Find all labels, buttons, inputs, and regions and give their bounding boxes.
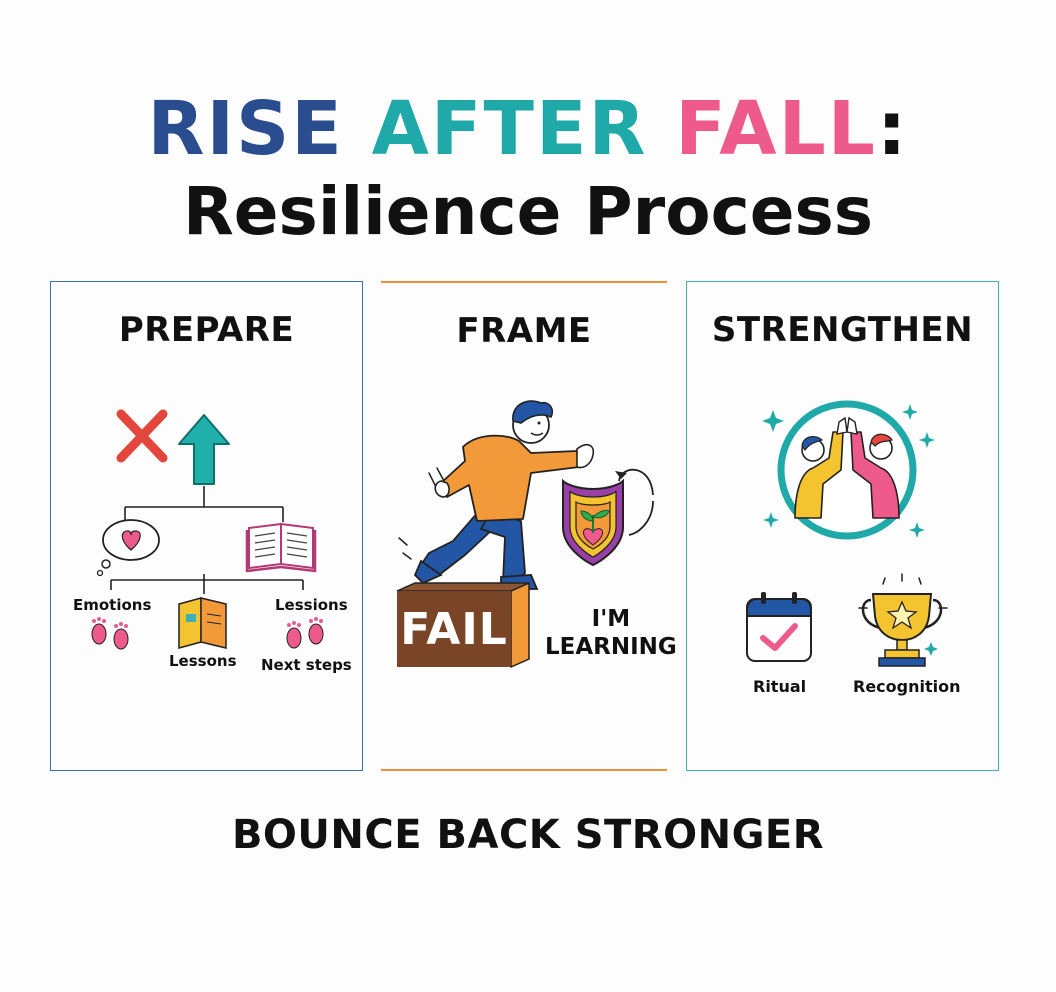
tree-connector-top: [124, 486, 284, 522]
learning-text: LEARNING: [545, 634, 677, 660]
title-word-4: FALL: [675, 86, 877, 172]
title-word-0: RISE: [147, 86, 344, 172]
curved-arrow-icon: [615, 468, 654, 536]
panel-title-frame: FRAME: [456, 311, 592, 351]
strengthen-illustration: [746, 400, 948, 667]
prepare-illustration: [91, 409, 324, 650]
sprout-shield-icon: [562, 478, 624, 567]
footprints-icon: [91, 617, 129, 650]
fail-box-side: [396, 581, 530, 669]
panel-frame: FRAME: [381, 281, 677, 771]
label-ritual: Ritual: [753, 677, 807, 696]
title-line1: RISE AFTER FALL:: [0, 86, 1056, 172]
high-five-icon: [777, 400, 917, 540]
heart-thought-bubble-icon: [96, 519, 160, 577]
panel-strengthen: STRENGTHEN: [686, 281, 999, 771]
label-next-steps: Next steps: [261, 656, 352, 674]
footprints-icon-right: [286, 617, 324, 649]
im-text: I'M: [591, 606, 631, 632]
label-recognition: Recognition: [853, 677, 961, 696]
title-word-5: :: [876, 86, 909, 172]
title-line2: Resilience Process: [182, 173, 874, 250]
im-learning-text: I'M LEARNING: [545, 605, 677, 661]
title-word-3: [647, 86, 675, 172]
running-person-icon: [398, 400, 595, 590]
tree-connector-bottom: [110, 574, 304, 594]
trophy-icon: [858, 573, 948, 667]
teal-up-arrow-icon: [178, 414, 230, 485]
footer-tagline: BOUNCE BACK STRONGER: [231, 812, 825, 858]
sparkle-icon: [762, 404, 935, 538]
title-word-1: [344, 86, 372, 172]
label-lessons: Lessons: [169, 652, 237, 670]
fail-box: FAIL: [397, 591, 511, 667]
red-x-icon: [116, 409, 168, 463]
label-emotions: Emotions: [73, 596, 152, 614]
folder-icon: [178, 597, 227, 649]
title-word-2: AFTER: [371, 86, 648, 172]
panel-title-prepare: PREPARE: [118, 310, 295, 350]
calendar-check-icon: [746, 592, 812, 662]
panel-title-strengthen: STRENGTHEN: [711, 310, 974, 350]
label-lessions: Lessions: [275, 596, 348, 614]
open-book-icon: [245, 522, 317, 573]
panel-prepare: PREPARE: [50, 281, 363, 771]
frame-illustration: [396, 400, 654, 669]
title-block: RISE AFTER FALL: Resilience Process: [0, 86, 1056, 252]
